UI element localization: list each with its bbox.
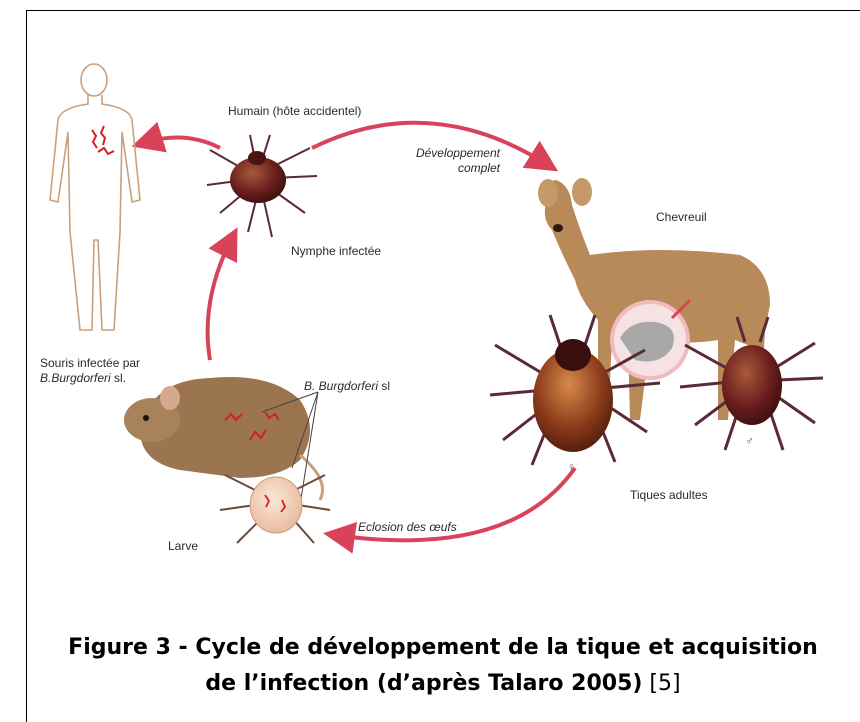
label-human: Humain (hôte accidentel) xyxy=(228,104,361,119)
label-development: Développement complet xyxy=(368,146,500,176)
mouse xyxy=(124,377,323,500)
label-mouse-line2-suffix: sl. xyxy=(111,371,126,385)
figure-caption: Figure 3 - Cycle de développement de la … xyxy=(26,630,860,702)
human-figure xyxy=(50,64,140,330)
human-bacteria xyxy=(92,126,114,154)
label-eggs: Eclosion des œufs xyxy=(358,520,457,535)
nymph-tick-head xyxy=(248,151,266,165)
tick-life-cycle-diagram xyxy=(0,0,860,600)
caption-ref: [5] xyxy=(642,671,680,696)
label-mouse: Souris infectée par B.Burgdorferi sl. xyxy=(40,356,140,386)
label-mouse-line2: B.Burgdorferi xyxy=(40,371,111,385)
label-nymph: Nymphe infectée xyxy=(291,244,381,259)
label-development-line2: complet xyxy=(368,161,500,176)
label-development-line1: Développement xyxy=(416,146,500,160)
male-symbol: ♂ xyxy=(745,434,754,449)
female-symbol: ♀ xyxy=(567,460,576,475)
arrow-nymph-to-human xyxy=(143,138,220,148)
larva-body xyxy=(250,477,302,533)
label-bacteria-suffix: sl xyxy=(378,379,390,393)
label-adults: Tiques adultes xyxy=(630,488,708,503)
arrow-mouse-to-nymph xyxy=(208,238,232,360)
label-larva: Larve xyxy=(168,539,198,554)
label-deer: Chevreuil xyxy=(656,210,707,225)
label-bacteria: B. Burgdorferi sl xyxy=(304,379,390,394)
caption-line2: de l’infection (d’après Talaro 2005) xyxy=(205,671,642,696)
caption-line1: Figure 3 - Cycle de développement de la … xyxy=(68,635,818,660)
female-tick-shield xyxy=(555,339,591,371)
male-tick-body xyxy=(722,345,782,425)
label-mouse-line1: Souris infectée par xyxy=(40,356,140,370)
label-eggs-text: Eclosion des œufs xyxy=(358,520,457,534)
label-bacteria-name: B. Burgdorferi xyxy=(304,379,378,393)
